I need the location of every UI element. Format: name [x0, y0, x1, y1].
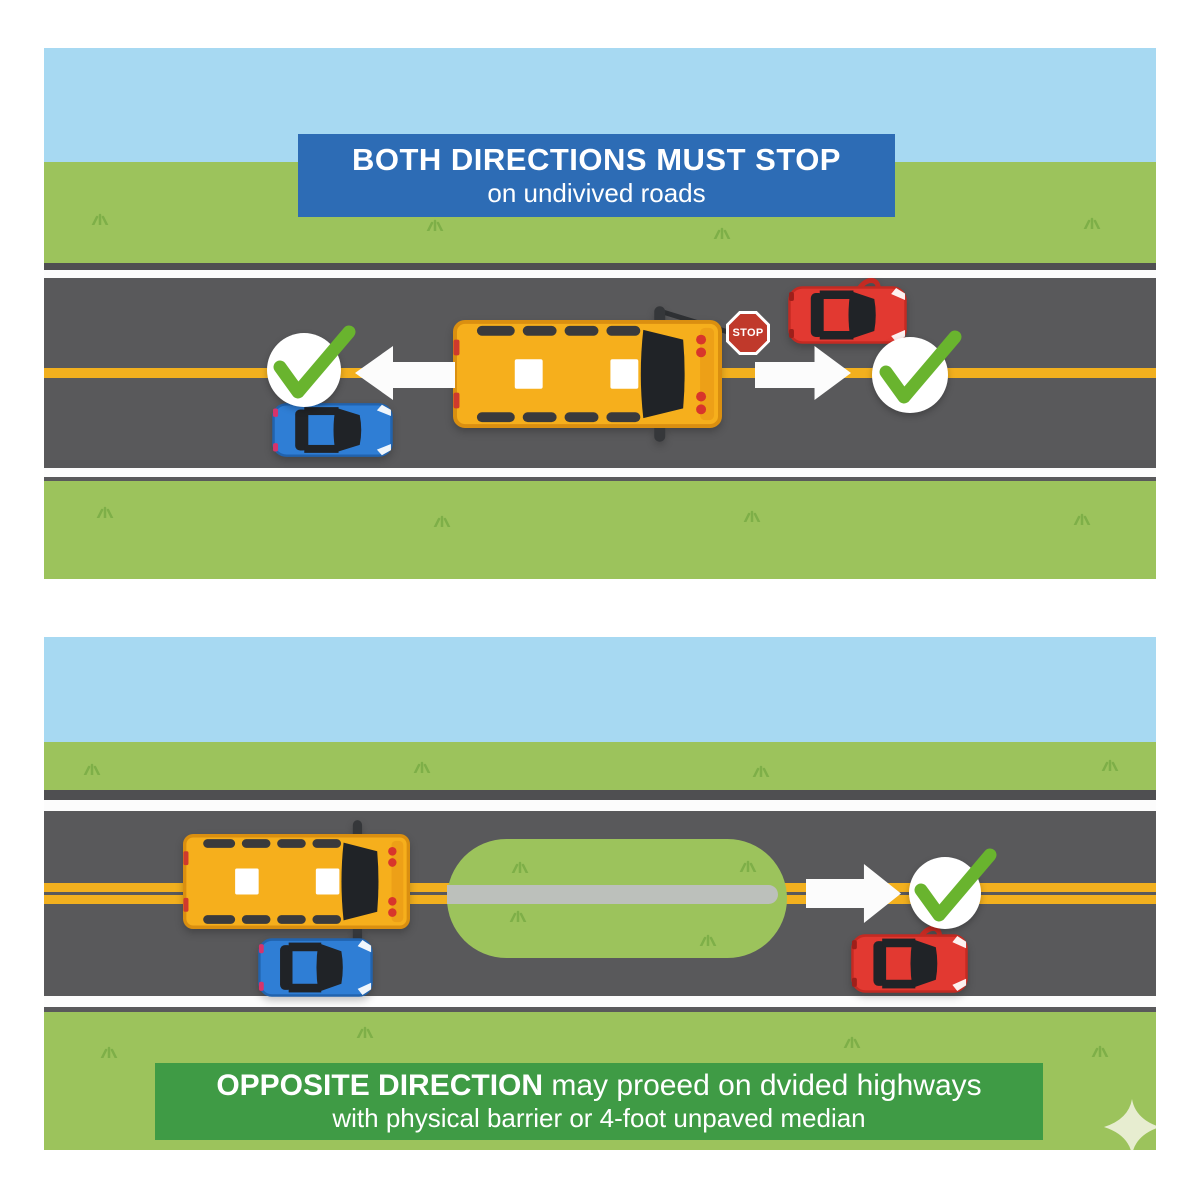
grass-tuft-icon [511, 861, 529, 873]
grass-tuft-icon [699, 934, 717, 946]
grass-tuft-icon [1073, 513, 1091, 525]
grass-strip [44, 742, 1156, 790]
banner-opposite-direction: OPPOSITE DIRECTION may proeed on dvided … [155, 1063, 1043, 1140]
road-edge-line [44, 468, 1156, 477]
banner-title: OPPOSITE DIRECTION may proeed on dvided … [216, 1069, 981, 1104]
road-edge-line [44, 996, 1156, 1007]
checkmark-icon [879, 330, 962, 404]
grass-tuft-icon [509, 910, 527, 922]
grass-tuft-icon [100, 1046, 118, 1058]
checkmark-icon [273, 325, 356, 399]
grass-tuft-icon [356, 1026, 374, 1038]
school-bus [453, 306, 722, 442]
bottom-panel: OPPOSITE DIRECTION may proeed on dvided … [44, 637, 1156, 1150]
road-edge-line [44, 800, 1156, 811]
grass-tuft-icon [739, 860, 757, 872]
grass-tuft-icon [96, 506, 114, 518]
school-bus [183, 820, 410, 943]
red-car [851, 925, 968, 993]
sparkle-icon [1104, 1099, 1156, 1150]
grass-tuft-icon [1101, 759, 1119, 771]
road-shoulder [44, 790, 1156, 803]
banner-title-rest: may proeed on dvided highways [543, 1068, 982, 1102]
grass-tuft-icon [843, 1036, 861, 1048]
grass-tuft-icon [433, 515, 451, 527]
banner-subtitle: with physical barrier or 4-foot unpaved … [332, 1103, 866, 1134]
grass-tuft-icon [1091, 1045, 1109, 1057]
grass-tuft-icon [91, 213, 109, 225]
blue-car [272, 403, 393, 457]
grass-tuft-icon [1083, 217, 1101, 229]
grass-tuft-icon [713, 227, 731, 239]
grass-tuft-icon [743, 510, 761, 522]
grass-tuft-icon [426, 219, 444, 231]
grass-strip [44, 481, 1156, 579]
banner-both-directions: BOTH DIRECTIONS MUST STOP on undivived r… [298, 134, 895, 217]
grass-tuft-icon [83, 763, 101, 775]
road-edge-line [44, 270, 1156, 278]
stop-sign-label: STOP [732, 327, 764, 339]
red-car [788, 278, 907, 344]
blue-car [258, 938, 373, 997]
grass-tuft-icon [752, 765, 770, 777]
banner-title-bold: OPPOSITE DIRECTION [216, 1068, 544, 1102]
banner-title: BOTH DIRECTIONS MUST STOP [351, 142, 841, 178]
checkmark-icon [914, 848, 997, 922]
stop-sign-icon: STOP [726, 311, 770, 355]
top-panel: BOTH DIRECTIONS MUST STOP on undivived r… [44, 48, 1156, 579]
median-unpaved-bar [447, 885, 778, 904]
banner-subtitle: on undivived roads [487, 177, 706, 208]
grass-tuft-icon [413, 761, 431, 773]
